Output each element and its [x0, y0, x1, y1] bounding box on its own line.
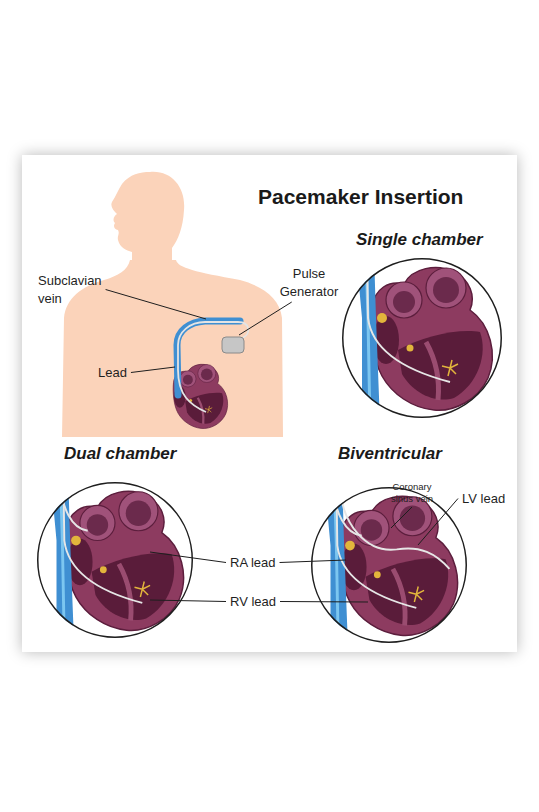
view-circle: Dual chamber: [37, 482, 193, 638]
leader-line: [150, 552, 226, 563]
leader-line: [239, 302, 292, 335]
rv-lead: [367, 253, 450, 382]
circle-border: [312, 488, 467, 643]
leader-line: [280, 560, 346, 563]
torso-heart: [173, 364, 227, 428]
heart-figure: [340, 496, 458, 635]
leader-line: [280, 601, 368, 603]
leader-line: [391, 507, 412, 528]
heart-figure: [371, 268, 492, 411]
heart-figure: [66, 491, 184, 630]
part-label: Lead: [98, 364, 127, 382]
leader-line: [131, 367, 175, 373]
leader-line: [106, 290, 206, 320]
head: [111, 172, 184, 266]
part-label: RA lead: [230, 554, 276, 572]
view-heading: Biventricular: [338, 443, 442, 465]
leader-line: [150, 600, 226, 602]
circle-outline: [342, 258, 502, 418]
biventricular-figure: [311, 482, 467, 648]
view-circle: Biventricular: [311, 487, 467, 643]
dual-chamber-figure: [37, 477, 193, 643]
circle-border: [343, 259, 502, 418]
part-label: Pulse Generator: [276, 265, 342, 301]
view-heading: Dual chamber: [64, 443, 176, 465]
pulse-generator: [222, 337, 244, 353]
part-label: Subclavian vein: [38, 272, 113, 308]
part-label: Coronary sinus vein: [384, 481, 440, 505]
circle-border: [38, 483, 193, 638]
circle-outline: [311, 487, 467, 643]
part-label: RV lead: [230, 593, 276, 611]
vena-figure: [356, 253, 380, 423]
pacing-lead: [178, 322, 248, 412]
body-silhouette: [62, 172, 283, 437]
diagram-title: Pacemaker Insertion: [258, 184, 463, 210]
single-chamber-figure: [342, 253, 502, 423]
heart-figure: [173, 364, 227, 428]
view-circle: Single chamber: [342, 258, 502, 418]
circle-outline: [37, 482, 193, 638]
part-label: LV lead: [462, 490, 505, 508]
subclavian-vein: [177, 321, 240, 395]
rv-lead: [63, 477, 142, 603]
view-heading: Single chamber: [356, 229, 483, 251]
